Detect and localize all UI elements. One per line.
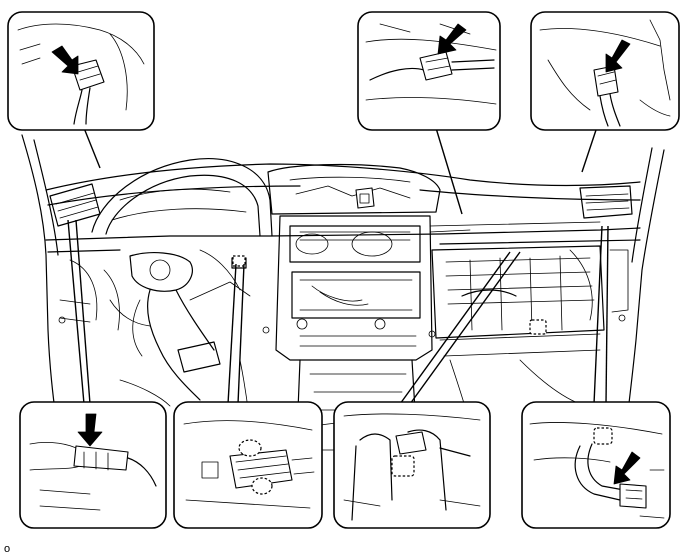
leader-lines xyxy=(67,127,609,405)
figure-id: o xyxy=(4,543,11,555)
arrow-icon xyxy=(613,451,641,485)
arrow-icon xyxy=(437,23,467,55)
connector-icon xyxy=(71,59,105,91)
clip-icon xyxy=(238,439,262,457)
steering-column-area xyxy=(58,249,270,401)
callout-bottom-left-connector xyxy=(19,401,167,529)
clip-icon xyxy=(232,255,246,267)
callout-bottom-right-connector xyxy=(521,401,671,529)
meter-hood xyxy=(91,158,273,237)
callout-top-left-connector xyxy=(7,11,155,131)
connector-icon xyxy=(73,445,129,471)
clip-icon xyxy=(251,477,273,495)
left-air-vent xyxy=(49,183,101,227)
arrow-icon xyxy=(605,39,631,73)
callout-top-center-connector xyxy=(357,11,501,131)
callout-top-right-connector xyxy=(530,11,680,131)
center-display-area xyxy=(267,163,441,215)
clip-icon xyxy=(391,455,415,477)
center-stack xyxy=(275,215,433,361)
right-lower-area xyxy=(428,245,629,357)
connector-icon xyxy=(619,483,647,509)
arrow-icon xyxy=(77,413,103,447)
callout-bottom-clip-center xyxy=(333,401,491,529)
arrow-icon xyxy=(51,45,79,75)
clip-icon xyxy=(593,427,613,445)
right-air-vent xyxy=(579,185,633,219)
callout-bottom-clip-left xyxy=(173,401,323,529)
clip-icon xyxy=(529,319,547,335)
